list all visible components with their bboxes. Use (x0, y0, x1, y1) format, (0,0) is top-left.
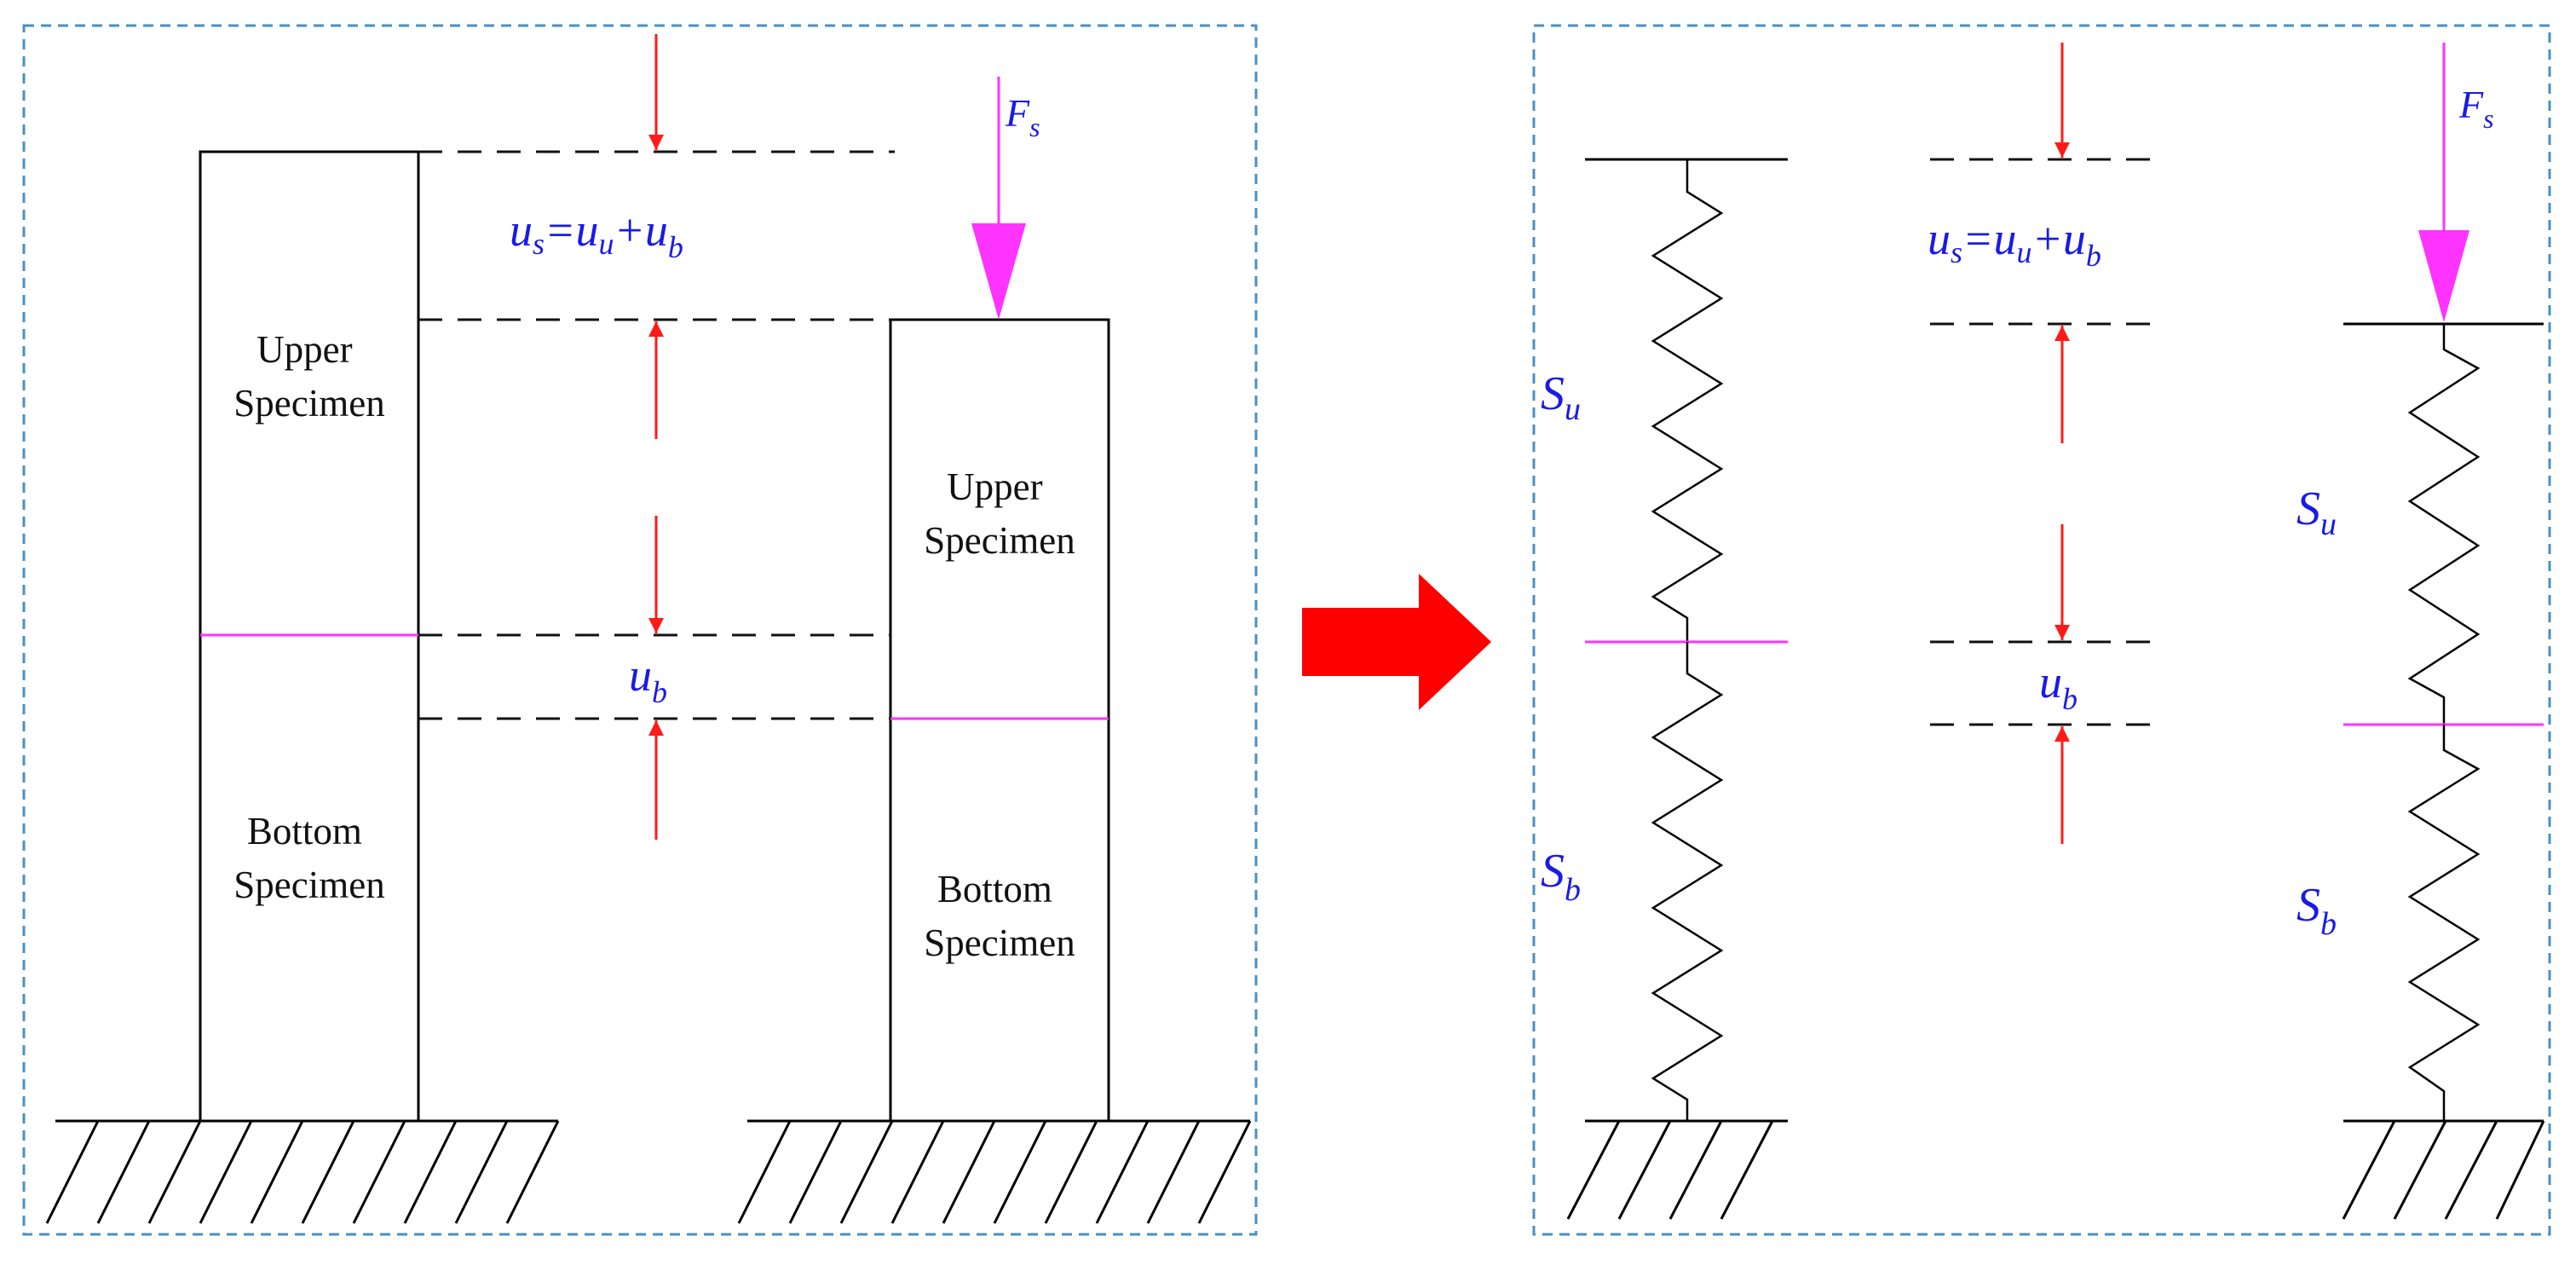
right-column-outline (889, 318, 1110, 1123)
left-bottom-displacement-label: ub (629, 650, 667, 709)
bottom-spring-icon (2407, 725, 2481, 1121)
right-arrow-icon (1302, 574, 1491, 710)
left-panel: Upper Specimen Bottom Specimen Upper Spe… (22, 24, 1258, 1236)
force-arrowhead-icon (2418, 230, 2469, 322)
right-bottom-displacement-label: ub (2039, 656, 2078, 716)
right-force-label: Fs (2458, 83, 2494, 134)
right-total-displacement-formula: us=uu+ub (1928, 213, 2101, 273)
left-ground-support (45, 1119, 1252, 1224)
upper-spring-icon (1651, 159, 1724, 642)
right-force-arrow: Fs (2418, 43, 2494, 322)
hatched-ground-icon (1566, 1120, 1774, 1220)
bottom-spring-icon (1651, 642, 1724, 1121)
right-specimen-column: Upper Specimen Bottom Specimen (889, 318, 1110, 1123)
right-spring-upper-stiffness: Su (2297, 482, 2337, 542)
left-specimen-column: Upper Specimen Bottom Specimen (199, 150, 420, 1123)
left-panel-border (22, 24, 1258, 1236)
right-spring-bottom-stiffness: Sb (2297, 879, 2337, 942)
force-arrowhead-icon (971, 223, 1026, 320)
left-column-bottom-label: Bottom Specimen (233, 810, 384, 906)
left-dashed-reference-lines (418, 150, 895, 720)
right-column-upper-label: Upper Specimen (924, 465, 1075, 562)
upper-spring-icon (2407, 324, 2481, 725)
right-spring-model: Fs Su Sb (2297, 43, 2545, 1220)
left-force-label: Fs (1005, 91, 1040, 142)
right-panel-border (1532, 24, 2551, 1236)
right-column-bottom-label: Bottom Specimen (924, 868, 1075, 964)
hatched-ground-icon (2342, 1120, 2545, 1220)
left-spring-model: Su Sb (1541, 158, 1788, 1220)
left-spring-bottom-stiffness: Sb (1541, 845, 1581, 908)
right-panel: Su Sb us=uu+ub ub (1532, 24, 2551, 1236)
hatched-ground-icon (45, 1120, 1252, 1224)
left-force-arrow: Fs (971, 77, 1040, 320)
left-column-upper-label: Upper Specimen (233, 328, 384, 425)
left-spring-upper-stiffness: Su (1541, 367, 1581, 427)
left-total-displacement-formula: us=uu+ub (510, 205, 683, 264)
